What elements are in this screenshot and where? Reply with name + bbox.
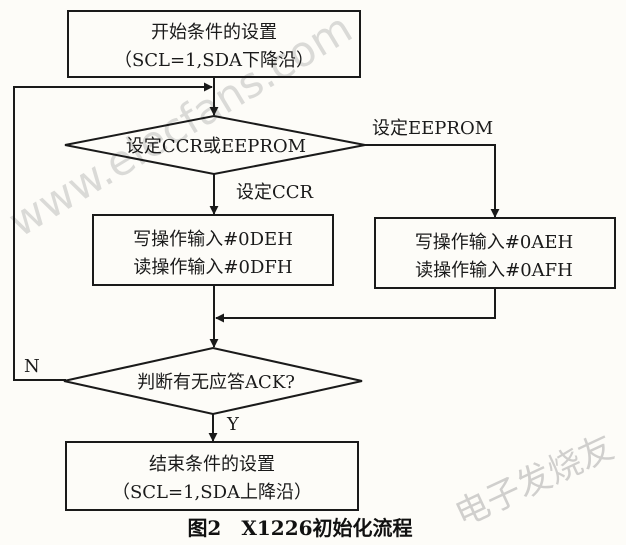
arrow-eeprom-to-merge — [215, 288, 496, 323]
brand-watermark: 电子发烧友 — [449, 427, 620, 535]
end-box-line2: （SCL=1,SDA上降沿） — [112, 482, 312, 503]
loopback-line — [13, 82, 213, 381]
yes-branch-label: Y — [226, 414, 240, 435]
ccr-box-line1: 写操作输入#0DEH — [133, 229, 293, 250]
end-box: 结束条件的设置 （SCL=1,SDA上降沿） — [65, 441, 359, 511]
eeprom-box: 写操作输入#0AEH 读操作输入#0AFH — [374, 217, 616, 289]
eeprom-box-line1: 写操作输入#0AEH — [415, 232, 573, 253]
start-box: 开始条件的设置 （SCL=1,SDA下降沿） — [67, 10, 361, 78]
device-decision-label: 设定CCR或EEPROM — [126, 136, 306, 157]
ack-decision: 判断有无应答ACK? — [63, 346, 363, 416]
end-box-line1: 结束条件的设置 — [149, 454, 275, 475]
ccr-box-line2: 读操作输入#0DFH — [133, 257, 292, 278]
arrow-to-eeprom-box — [365, 144, 500, 218]
ccr-box: 写操作输入#0DEH 读操作输入#0DFH — [92, 214, 334, 286]
ccr-edge-label: 设定CCR — [236, 182, 314, 203]
start-box-line2: （SCL=1,SDA下降沿） — [114, 50, 314, 71]
no-branch-label: N — [24, 356, 40, 377]
figure-caption: 图2 X1226初始化流程 — [187, 516, 412, 540]
start-box-line1: 开始条件的设置 — [151, 22, 277, 43]
eeprom-box-line2: 读操作输入#0AFH — [415, 260, 573, 281]
ack-decision-label: 判断有无应答ACK? — [137, 372, 295, 393]
eeprom-edge-label: 设定EEPROM — [372, 118, 493, 139]
